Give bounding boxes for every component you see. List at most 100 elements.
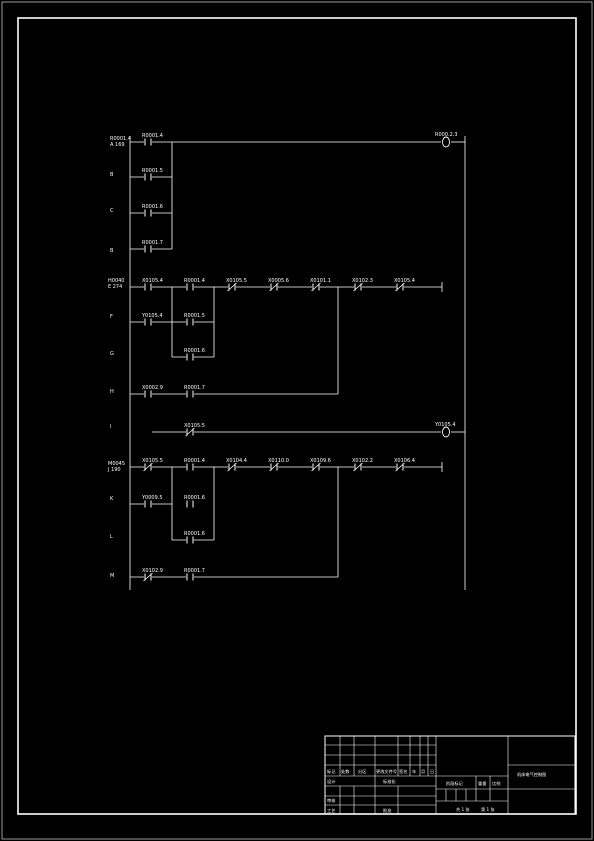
nc-contact: X0105.4 — [394, 278, 415, 292]
contact-label: R0001.6 — [184, 348, 205, 354]
nc-contact: X0101.1 — [310, 278, 331, 292]
contact-label: X0102.3 — [352, 278, 373, 284]
contact-label: R0001.6 — [142, 204, 163, 210]
no-contact: X0002.9 — [142, 385, 163, 398]
contact-label: R0001.7 — [184, 568, 205, 574]
contact-label: R0001.7 — [184, 385, 205, 391]
tb-approve: 批准 — [383, 807, 391, 814]
no-contact: R0001.4 — [184, 278, 205, 291]
tb-label-day: 日 — [430, 769, 434, 775]
tb-label-mark: 标记 — [327, 768, 336, 775]
rung-label: C — [110, 208, 114, 214]
contact-label: Y0009.5 — [141, 495, 163, 501]
contact-label: X0102.2 — [352, 458, 373, 464]
contact-label: X0109.6 — [310, 458, 331, 464]
rung-label: A 169 — [110, 142, 125, 148]
tb-standard: 标准化 — [383, 778, 396, 785]
nc-contact: X0109.6 — [310, 458, 331, 472]
tb-design: 设计 — [327, 778, 335, 785]
rung-label: F — [110, 314, 113, 320]
rung-label: M — [110, 573, 114, 579]
no-contact: R0001.6 — [184, 495, 205, 508]
rung-label: E 274 — [108, 284, 122, 290]
tb-label-count: 处数 — [341, 768, 350, 775]
tb-label-sign: 签名 — [399, 768, 407, 775]
rung-label: L — [110, 534, 113, 540]
no-contact: Y0105.4 — [141, 313, 163, 326]
coil: Y0105.4 — [434, 422, 456, 438]
nc-contact: X0105.5 — [226, 278, 247, 292]
contact-label: X0105.4 — [142, 278, 163, 284]
contact-label: X0101.1 — [310, 278, 331, 284]
nc-contact: X0102.2 — [352, 458, 373, 472]
no-contact: R0001.6 — [184, 531, 205, 544]
nc-contact: X0105.5 — [142, 458, 163, 472]
no-contact: X0105.4 — [142, 278, 163, 291]
contact-label: X0105.5 — [142, 458, 163, 464]
no-contact: R0001.6 — [184, 348, 205, 361]
contact-label: X0105.5 — [226, 278, 247, 284]
nc-contact: X0105.5 — [184, 423, 205, 437]
contact-label: Y0105.4 — [141, 313, 163, 319]
tb-stage-mark: 阶段标记 — [446, 780, 464, 787]
tb-scale: 比例 — [492, 780, 500, 787]
no-contact: Y0009.5 — [141, 495, 163, 508]
contact-label: X0105.4 — [394, 278, 415, 284]
contact-label: R0001.5 — [142, 168, 163, 174]
contact-label: R0001.5 — [184, 313, 205, 319]
rung-label: B — [110, 248, 114, 254]
rung-label: M0045 — [108, 461, 125, 467]
rung-label: H0040 — [108, 278, 124, 284]
nc-contact: X0104.4 — [226, 458, 247, 472]
rung-label: K — [110, 496, 114, 502]
tb-weight: 重量 — [478, 780, 486, 787]
coil-label: R000.2.3 — [435, 132, 458, 138]
contact-label: R0001.4 — [184, 278, 205, 284]
tb-sheet-no: 第 1 张 — [481, 806, 496, 813]
contact-label: X0104.4 — [226, 458, 247, 464]
no-contact: R0001.7 — [184, 385, 205, 398]
contact-label: R0001.6 — [184, 531, 205, 537]
no-contact: R0001.4 — [142, 133, 163, 146]
rung-label: R0001.4 — [110, 136, 131, 142]
no-contact: R0001.7 — [142, 240, 163, 253]
rung-label: B — [110, 172, 114, 178]
no-contact: R0001.5 — [184, 313, 205, 326]
nc-contact: X0106.4 — [394, 458, 415, 472]
contact-label: X0005.6 — [268, 278, 289, 284]
rung-label: I — [110, 424, 111, 430]
contact-label: R0001.4 — [184, 458, 205, 464]
tb-label-change-doc: 更改文件号 — [376, 768, 397, 775]
nc-contact: X0102.3 — [352, 278, 373, 292]
nc-contact: X0102.9 — [142, 568, 163, 582]
contact-label: X0106.4 — [394, 458, 415, 464]
coil: R000.2.3 — [435, 132, 458, 148]
contact-label: X0110.0 — [268, 458, 289, 464]
title-block — [324, 735, 576, 815]
contact-label: X0102.9 — [142, 568, 163, 574]
no-contact: R0001.4 — [184, 458, 205, 471]
rung-wires — [130, 141, 465, 578]
nc-contact: X0110.0 — [268, 458, 289, 472]
contact-label: X0002.9 — [142, 385, 163, 391]
contact-label: R0001.4 — [142, 133, 163, 139]
tb-check: 审核 — [327, 797, 336, 804]
no-contact: R0001.6 — [142, 204, 163, 217]
rung-label: H — [110, 389, 114, 395]
title-block-text: 标记 处数 分区 更改文件号 签名 年 月 日 设计 标准化 审核 工艺 批准 … — [327, 768, 546, 814]
nc-contact: X0005.6 — [268, 278, 289, 292]
rung-label: G — [110, 351, 114, 357]
tb-drawing-name: 机床电气控制图 — [517, 771, 546, 778]
contact-label: R0001.6 — [184, 495, 205, 501]
no-contact: R0001.5 — [142, 168, 163, 181]
tb-label-zone: 分区 — [358, 768, 366, 775]
inner-frame — [17, 17, 577, 815]
tb-label-year: 年 — [412, 768, 416, 775]
rung-label: J 190 — [107, 467, 121, 473]
tb-label-month: 月 — [421, 769, 425, 775]
contact-label: X0105.5 — [184, 423, 205, 429]
